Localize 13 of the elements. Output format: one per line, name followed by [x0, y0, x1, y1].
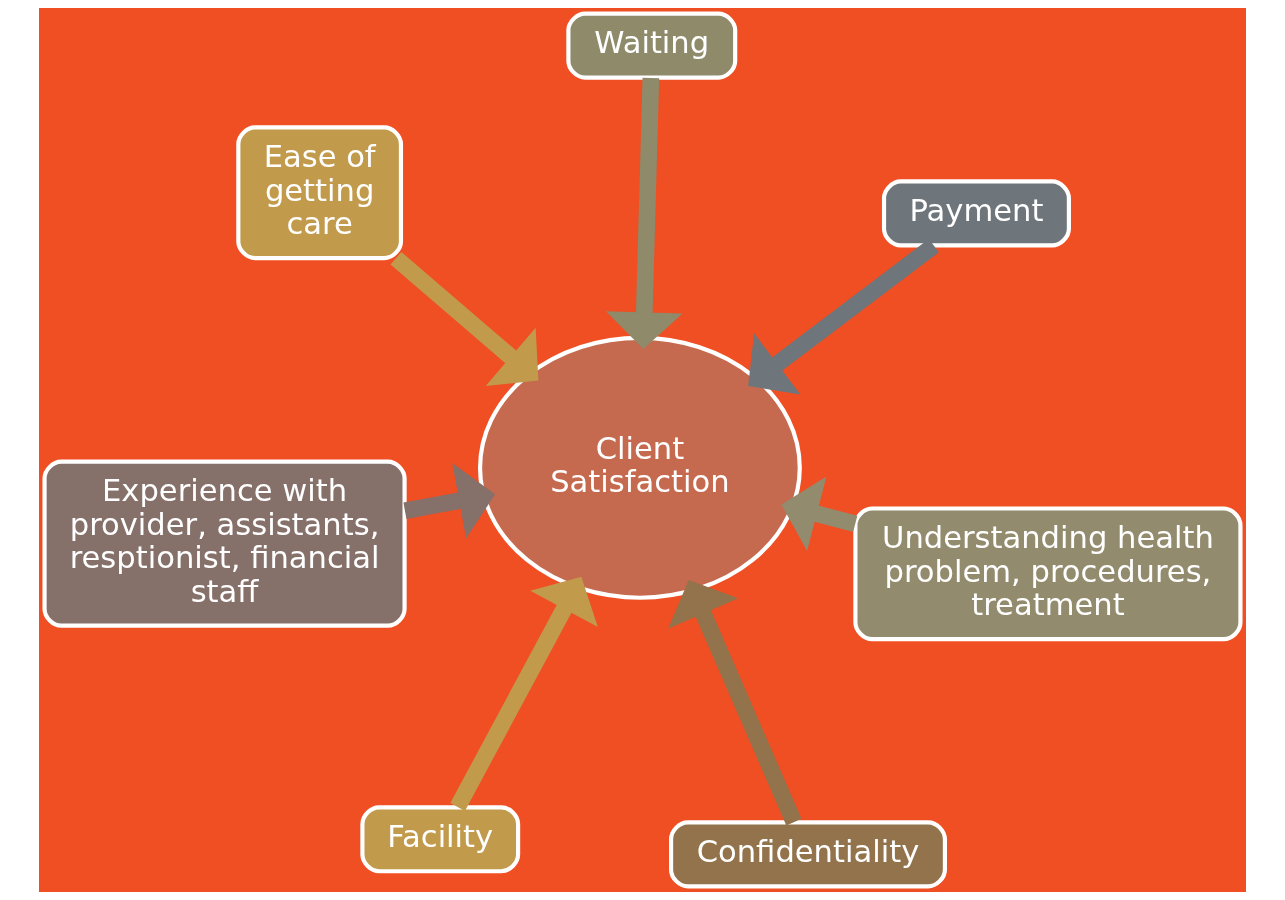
node-box: Ease of getting care — [236, 125, 404, 261]
arrow — [605, 77, 683, 349]
arrow — [390, 251, 539, 386]
arrow — [403, 463, 496, 539]
node-box: Confidentiality — [669, 820, 947, 889]
node-box: Facility — [360, 805, 521, 874]
arrow — [668, 579, 802, 826]
arrow — [450, 576, 598, 811]
node-box: Waiting — [566, 11, 738, 80]
node-box: Understanding health problem, procedures, treatment — [853, 506, 1243, 642]
node-box: Experience with provider, assistants, resptionist, financial staff — [42, 459, 407, 628]
arrow — [781, 476, 858, 551]
node-box: Payment — [881, 179, 1071, 248]
